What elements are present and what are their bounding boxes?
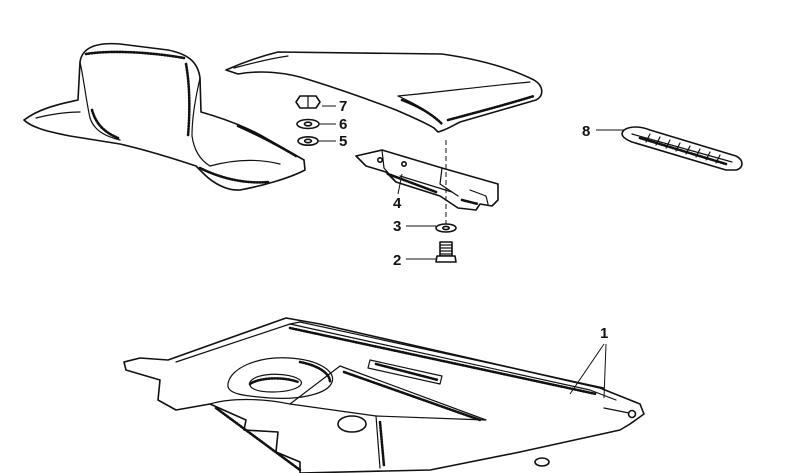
leader-lines: [318, 105, 624, 399]
floor-trim-panel: [123, 317, 645, 473]
callout-1: 1: [600, 325, 608, 342]
callout-5: 5: [339, 133, 347, 150]
callout-labels: 1 2 3 4 5 6 7 8: [339, 98, 608, 342]
leader-1b: [603, 343, 607, 399]
seat-back-trim-panel: [23, 42, 306, 191]
bolt-2: [435, 241, 457, 263]
mounting-bracket: [355, 149, 499, 211]
callout-4: 4: [393, 195, 402, 212]
hex-nut: [295, 95, 321, 109]
fastener-stack: [295, 95, 321, 147]
callout-2: 2: [393, 252, 401, 269]
callout-6: 6: [339, 116, 347, 133]
leader-1a: [569, 343, 605, 395]
washer-3: [435, 223, 457, 233]
callout-7: 7: [339, 98, 347, 115]
upper-shelf-cover: [225, 51, 543, 133]
washer-lower: [297, 136, 319, 147]
callout-8: 8: [582, 123, 590, 140]
leader-4: [397, 173, 403, 195]
callout-3: 3: [393, 218, 401, 235]
washer-upper: [296, 118, 320, 130]
vent-grille: [621, 126, 743, 171]
